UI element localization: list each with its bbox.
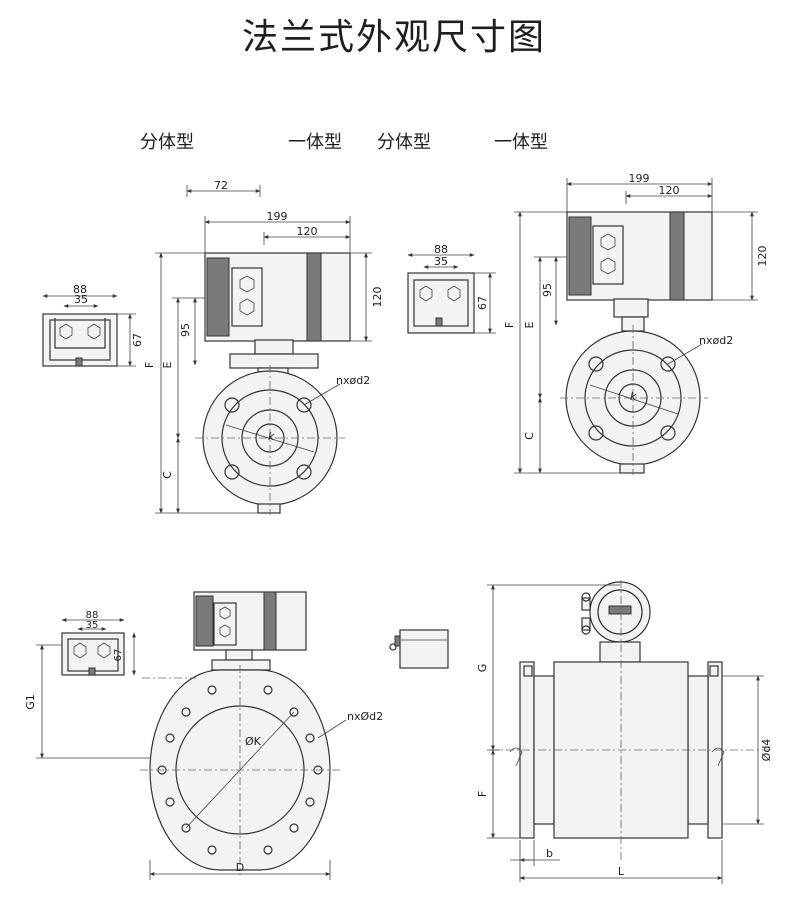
dim-35-a: 35 <box>74 293 88 306</box>
drawing-bottom-right: G F Ød4 b L <box>389 580 773 884</box>
dim-95-a: 95 <box>179 323 192 337</box>
dim-F-c: F <box>476 791 489 797</box>
drawing-top-left: 88 35 67 <box>42 179 384 515</box>
flange-3: ØK nxØd2 <box>140 665 383 875</box>
transmitter-head-2 <box>566 211 713 332</box>
dim-E-b: E <box>523 321 536 328</box>
dim-199-b: 199 <box>629 172 650 185</box>
label-split-type-2: 分体型 <box>377 132 431 153</box>
dim-120-a: 120 <box>297 225 318 238</box>
dim-C-b: C <box>523 432 536 440</box>
dim-95-b: 95 <box>541 283 554 297</box>
dim-67-c: 67 <box>113 649 124 662</box>
dim-88-c: 88 <box>86 610 99 621</box>
dim-d4: Ød4 <box>760 739 773 762</box>
dim-G1: G1 <box>24 694 37 710</box>
pipe-body-4 <box>490 580 770 860</box>
junction-box-1: 88 35 67 <box>42 283 144 367</box>
label-integral-type-2: 一体型 <box>494 132 548 153</box>
dim-199-a: 199 <box>267 210 288 223</box>
dim-nxD2: nxØd2 <box>347 710 383 723</box>
dim-F-b: F <box>503 322 516 328</box>
transmitter-head-1 <box>204 252 351 369</box>
dim-F-a: F <box>143 362 156 368</box>
dim-35-c: 35 <box>86 620 99 631</box>
dim-E-a: E <box>161 361 174 368</box>
small-box-4 <box>389 629 449 669</box>
dim-88-b: 88 <box>434 243 448 256</box>
dim-35-b: 35 <box>434 255 448 268</box>
drawing-top-right: 88 35 67 k <box>407 172 769 475</box>
dim-G: G <box>476 664 489 673</box>
flange-2: k nxød2 <box>560 325 733 475</box>
dim-120-v-b: 120 <box>756 246 769 267</box>
dim-D: D <box>236 861 244 874</box>
dim-120-v-a: 120 <box>371 287 384 308</box>
dim-k-a: k <box>268 430 275 443</box>
flange-1: k nxød2 <box>195 365 370 515</box>
junction-box-2: 88 35 67 <box>407 243 496 334</box>
dim-120-b: 120 <box>659 184 680 197</box>
drawing-bottom-left: 88 35 67 <box>24 591 383 880</box>
junction-box-3: 88 35 67 <box>61 610 136 676</box>
label-integral-type-1: 一体型 <box>288 132 342 153</box>
page-title: 法兰式外观尺寸图 <box>241 17 546 58</box>
dim-88-a: 88 <box>73 283 87 296</box>
dim-L: L <box>618 865 625 878</box>
dim-C-a: C <box>161 471 174 479</box>
label-split-type-1: 分体型 <box>140 132 194 153</box>
dim-k-b: k <box>630 390 637 403</box>
dim-nxd2-b: nxød2 <box>699 334 733 347</box>
dim-nxd2-a: nxød2 <box>336 374 370 387</box>
dim-67-b: 67 <box>476 296 489 310</box>
dim-72-a: 72 <box>214 179 228 192</box>
converter-head-4 <box>581 581 651 663</box>
dim-K: ØK <box>245 735 262 748</box>
transmitter-head-3 <box>193 591 307 671</box>
dim-b: b <box>546 847 553 860</box>
dim-67-a: 67 <box>131 333 144 347</box>
